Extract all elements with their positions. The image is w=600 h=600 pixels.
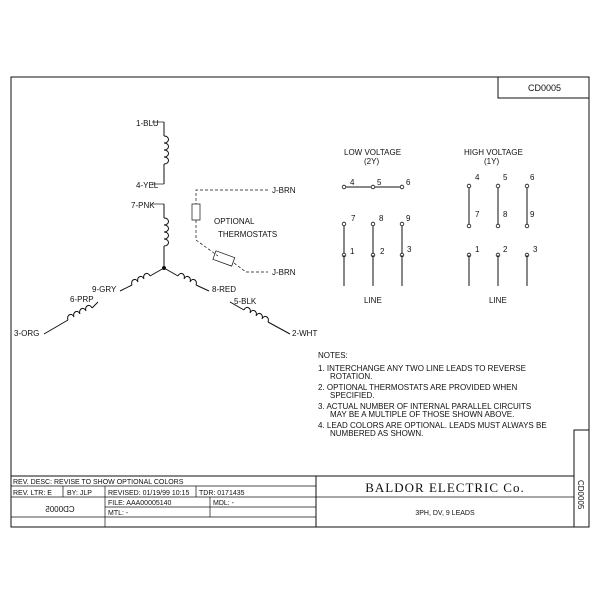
lead-2-label: 2-WHT xyxy=(292,329,317,338)
low-voltage-title: LOW VOLTAGE xyxy=(344,148,401,157)
rev-desc: REV. DESC: REVISE TO SHOW OPTIONAL COLOR… xyxy=(13,479,184,486)
coil-6-3 xyxy=(67,304,93,321)
lv-term-3: 3 xyxy=(407,245,412,254)
tdr-number: TDR: 0171435 xyxy=(199,490,245,497)
hv-term-3: 3 xyxy=(533,245,538,254)
mtl: MTL: - xyxy=(108,510,129,517)
note-2-line-1: 2. OPTIONAL THERMOSTATS ARE PROVIDED WHE… xyxy=(318,383,518,392)
lead-6-label: 6-PRP xyxy=(70,295,94,304)
drawing-number-box xyxy=(497,77,589,99)
thermostat-label-thermostats: THERMOSTATS xyxy=(218,230,277,239)
hv-term-6: 6 xyxy=(530,173,535,182)
high-voltage-title: HIGH VOLTAGE xyxy=(464,148,523,157)
hv-line-label: LINE xyxy=(489,296,507,305)
high-voltage-subtitle: (1Y) xyxy=(484,157,499,166)
motor-windings xyxy=(43,121,291,335)
note-4-line-1: 4. LEAD COLORS ARE OPTIONAL. LEADS MUST … xyxy=(318,421,547,430)
thermostat-label-optional: OPTIONAL xyxy=(214,217,255,226)
drawing-number: CD0005 xyxy=(528,83,561,93)
thermostat-bottom xyxy=(212,250,236,267)
side-drawing-number: CD0005 xyxy=(576,480,585,510)
notes: NOTES: 1. INTERCHANGE ANY TWO LINE LEADS… xyxy=(318,351,547,438)
low-voltage-connection: LOW VOLTAGE (2Y) 4 5 6 7 8 9 1 2 3 LINE xyxy=(341,148,412,305)
note-1-line-2: ROTATION. xyxy=(330,372,372,381)
lead-8-label: 8-RED xyxy=(212,285,236,294)
lv-term-7: 7 xyxy=(351,214,356,223)
lead-9-label: 9-GRY xyxy=(92,285,117,294)
lead-1-label: 1-BLU xyxy=(136,119,159,128)
hv-term-5: 5 xyxy=(503,173,508,182)
lv-line-label: LINE xyxy=(364,296,382,305)
notes-header: NOTES: xyxy=(318,351,348,360)
lead-7-label: 7-PNK xyxy=(131,201,155,210)
revised-date: REVISED: 01/19/99 10:15 xyxy=(108,490,189,497)
lead-5-label: 5-BLK xyxy=(234,297,257,306)
hv-term-4: 4 xyxy=(475,173,480,182)
hv-term-2: 2 xyxy=(503,245,508,254)
coil-7 xyxy=(163,217,169,247)
note-3-line-1: 3. ACTUAL NUMBER OF INTERNAL PARALLEL CI… xyxy=(318,402,531,411)
coil-5-2 xyxy=(243,306,269,323)
lv-term-8: 8 xyxy=(379,214,384,223)
drawing-border xyxy=(10,76,590,528)
lv-term-1: 1 xyxy=(350,247,355,256)
mirrored-drawing-number: CD0005 xyxy=(45,505,75,514)
lv-term-9: 9 xyxy=(406,214,411,223)
thermostat-top xyxy=(191,203,201,221)
thermostat-lead-top: J-BRN xyxy=(272,186,296,195)
lv-term-5: 5 xyxy=(377,178,382,187)
note-3-line-2: MAY BE A MULTIPLE OF THOSE SHOWN ABOVE. xyxy=(330,410,514,419)
title-block: CD0005 REV. DESC: REVISE TO SHOW OPTIONA… xyxy=(11,429,590,528)
hv-term-1: 1 xyxy=(475,245,480,254)
hv-term-7: 7 xyxy=(475,210,480,219)
lv-term-4: 4 xyxy=(350,178,355,187)
hv-term-9: 9 xyxy=(530,210,535,219)
coil-9 xyxy=(131,272,151,286)
note-2-line-2: SPECIFIED. xyxy=(330,391,374,400)
lead-4-label: 4-YEL xyxy=(136,181,159,190)
low-voltage-subtitle: (2Y) xyxy=(364,157,379,166)
revised-by: BY: JLP xyxy=(67,490,92,497)
optional-thermostats xyxy=(191,189,268,273)
drawing-description: 3PH, DV, 9 LEADS xyxy=(415,510,475,517)
file-name: FILE: AAA00005140 xyxy=(108,500,172,507)
side-number-box xyxy=(573,429,590,528)
note-1-line-1: 1. INTERCHANGE ANY TWO LINE LEADS TO REV… xyxy=(318,364,526,373)
rev-letter: REV. LTR: E xyxy=(13,490,52,497)
lv-term-2: 2 xyxy=(380,247,385,256)
high-voltage-connection: HIGH VOLTAGE (1Y) 4 5 6 7 8 9 1 2 3 LINE xyxy=(464,148,538,305)
note-4-line-2: NUMBERED AS SHOWN. xyxy=(330,429,423,438)
lead-3-label: 3-ORG xyxy=(14,329,39,338)
company-name: BALDOR ELECTRIC Co. xyxy=(365,480,524,495)
thermostat-lead-bottom: J-BRN xyxy=(272,268,296,277)
coil-8 xyxy=(177,272,197,286)
mdl: MDL: - xyxy=(213,500,235,507)
hv-term-8: 8 xyxy=(503,210,508,219)
coil-1-4 xyxy=(163,135,169,165)
lv-term-6: 6 xyxy=(406,178,411,187)
